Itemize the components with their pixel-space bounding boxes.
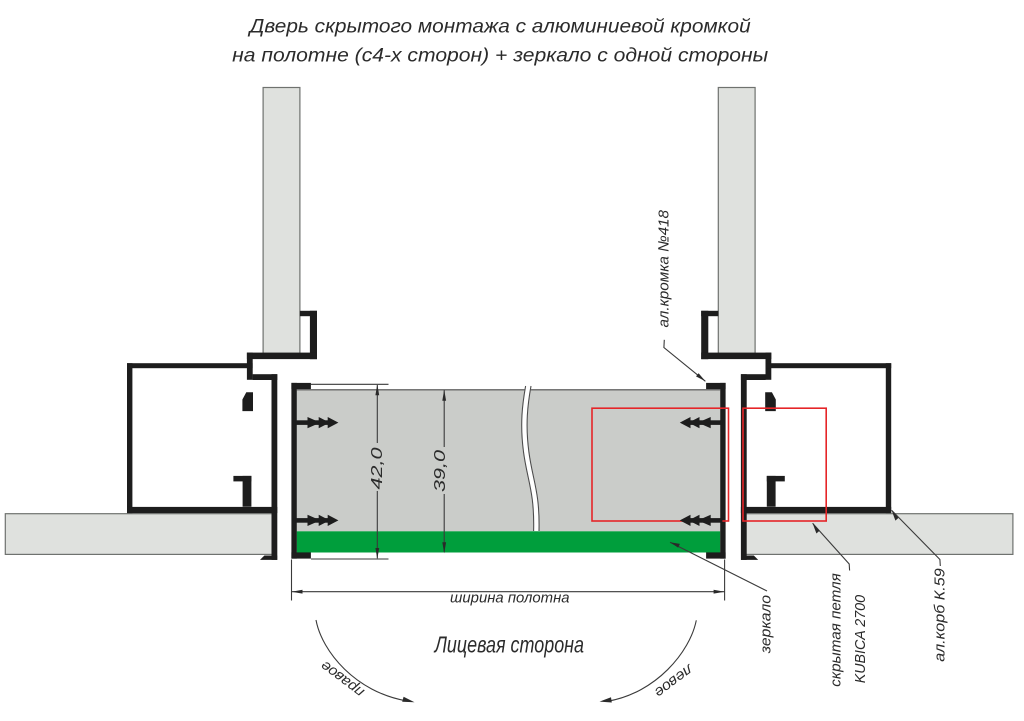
svg-text:42,0: 42,0: [369, 447, 386, 489]
svg-text:скрытая петля: скрытая петля: [828, 573, 845, 686]
svg-text:ширина полотна: ширина полотна: [450, 590, 570, 607]
svg-text:Дверь скрытого монтажа с алюми: Дверь скрытого монтажа с алюминиевой кро…: [248, 17, 752, 38]
svg-text:на полотне (с4-х сторон) + зер: на полотне (с4-х сторон) + зеркало с одн…: [232, 46, 768, 67]
svg-text:39,0: 39,0: [432, 450, 449, 492]
svg-text:ал.корб К.59: ал.корб К.59: [932, 568, 949, 662]
svg-text:KUBICA 2700: KUBICA 2700: [852, 594, 869, 683]
svg-text:зеркало: зеркало: [757, 595, 774, 654]
svg-text:Лицевая сторона: Лицевая сторона: [433, 632, 584, 658]
svg-text:ал.кромка №418: ал.кромка №418: [655, 209, 672, 327]
